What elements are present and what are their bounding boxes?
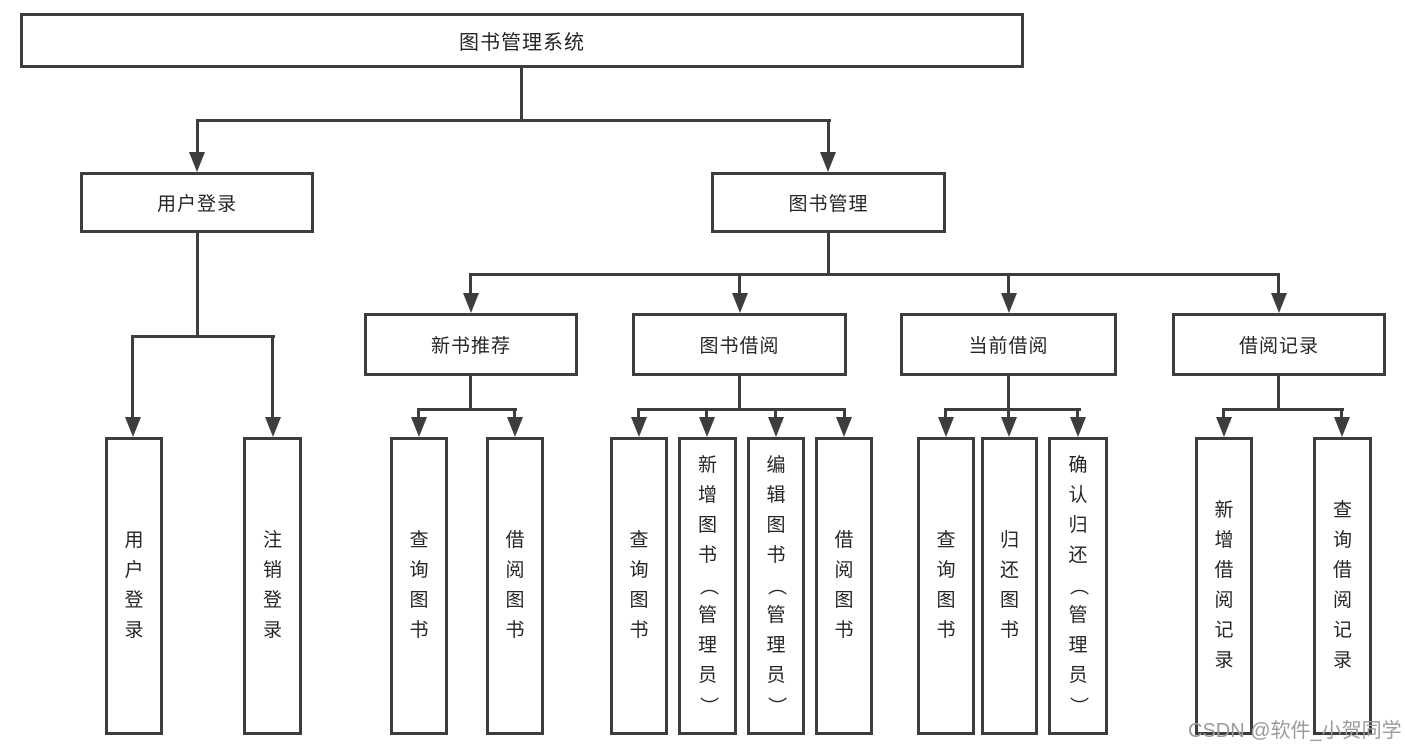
connector-line: [1076, 408, 1079, 420]
connector-line: [705, 408, 708, 420]
node-current-borrowing: 当前借阅: [900, 313, 1117, 376]
node-user-login-label: 用户登录: [156, 194, 237, 215]
connector-line: [131, 335, 134, 419]
connector-records-branch: [1222, 408, 1344, 411]
leaf-query-books-borrowing: 查询图书: [610, 437, 668, 735]
leaf-add-borrow-record: 新增借阅记录: [1195, 437, 1253, 735]
connector-line: [1007, 273, 1010, 295]
arrowhead: [836, 417, 852, 437]
leaf-edit-book-admin: 编辑图书（管理员）: [747, 437, 805, 735]
leaf-query-books-current-label: 查询图书: [936, 530, 956, 641]
node-book-management-label: 图书管理: [788, 194, 869, 215]
connector-line: [417, 408, 420, 420]
leaf-return-books: 归还图书: [981, 437, 1038, 735]
connector-user-login-stem: [196, 233, 199, 338]
connector-recommend-branch: [417, 408, 517, 411]
node-current-borrowing-label: 当前借阅: [968, 336, 1049, 357]
leaf-borrow-books: 借阅图书: [815, 437, 873, 735]
connector-line: [944, 408, 947, 420]
leaf-borrow-books-label: 借阅图书: [834, 530, 854, 641]
connector-root-stem: [520, 68, 523, 122]
leaf-query-borrow-record-label: 查询借阅记录: [1332, 500, 1352, 671]
root-node-label: 图书管理系统: [459, 32, 585, 54]
leaf-logout-label: 注销登录: [262, 530, 282, 641]
leaf-confirm-return-admin: 确认归还（管理员）: [1048, 437, 1108, 735]
connector-line: [513, 408, 516, 420]
connector-line: [196, 119, 199, 154]
connector-line: [469, 273, 472, 295]
connector-line: [637, 408, 640, 420]
connector-level2-branch: [196, 119, 831, 122]
root-node: 图书管理系统: [20, 13, 1024, 68]
connector-line: [1007, 408, 1010, 420]
arrowhead: [1271, 293, 1287, 313]
arrowhead: [411, 417, 427, 437]
arrowhead: [125, 417, 141, 437]
connector-line: [271, 335, 274, 419]
arrowhead: [938, 417, 954, 437]
connector-borrowing-branch: [637, 408, 846, 411]
arrowhead: [463, 293, 479, 313]
arrowhead: [768, 417, 784, 437]
leaf-edit-book-admin-label: 编辑图书（管理员）: [765, 455, 787, 716]
leaf-query-books-recommend-label: 查询图书: [409, 530, 429, 641]
arrowhead: [1334, 417, 1350, 437]
connector-line: [1340, 408, 1343, 420]
leaf-confirm-return-admin-label: 确认归还（管理员）: [1067, 455, 1089, 716]
leaf-query-borrow-record: 查询借阅记录: [1313, 437, 1372, 735]
arrowhead: [732, 293, 748, 313]
leaf-query-books-recommend: 查询图书: [390, 437, 448, 735]
node-borrow-records: 借阅记录: [1172, 313, 1386, 376]
connector-line: [843, 408, 846, 420]
leaf-user-login-label: 用户登录: [124, 530, 144, 641]
arrowhead: [1001, 293, 1017, 313]
connector-line: [1277, 273, 1280, 295]
connector-current-branch: [944, 408, 1081, 411]
connector-line: [1222, 408, 1225, 420]
leaf-add-book-admin: 新增图书（管理员）: [678, 437, 737, 735]
leaf-add-book-admin-label: 新增图书（管理员）: [697, 455, 719, 716]
leaf-query-books-borrowing-label: 查询图书: [629, 530, 649, 641]
arrowhead: [189, 152, 205, 172]
leaf-logout: 注销登录: [243, 437, 302, 735]
leaf-query-books-current: 查询图书: [917, 437, 975, 735]
watermark: CSDN @软件_小贺同学: [1188, 720, 1402, 742]
arrowhead: [1216, 417, 1232, 437]
node-book-management: 图书管理: [711, 172, 946, 233]
arrowhead: [507, 417, 523, 437]
leaf-return-books-label: 归还图书: [999, 530, 1019, 641]
leaf-borrow-books-recommend: 借阅图书: [486, 437, 544, 735]
connector-line: [774, 408, 777, 420]
connector-line: [738, 376, 741, 411]
connector-line: [738, 273, 741, 295]
connector-line: [827, 119, 830, 154]
leaf-borrow-books-recommend-label: 借阅图书: [505, 530, 525, 641]
connector-line: [1007, 376, 1010, 411]
connector-line: [469, 376, 472, 411]
node-borrow-records-label: 借阅记录: [1238, 336, 1319, 357]
node-book-borrowing: 图书借阅: [632, 313, 847, 376]
connector-book-mgmt-stem: [827, 233, 830, 275]
node-new-book-recommend-label: 新书推荐: [430, 336, 511, 357]
connector-user-login-branch: [131, 335, 275, 338]
arrowhead: [699, 417, 715, 437]
connector-line: [1277, 376, 1280, 411]
arrowhead: [1070, 417, 1086, 437]
connector-level3-branch: [469, 273, 1280, 276]
arrowhead: [631, 417, 647, 437]
node-new-book-recommend: 新书推荐: [364, 313, 578, 376]
arrowhead: [1001, 417, 1017, 437]
node-book-borrowing-label: 图书借阅: [699, 336, 780, 357]
node-user-login: 用户登录: [80, 172, 314, 233]
arrowhead: [265, 417, 281, 437]
leaf-user-login: 用户登录: [105, 437, 163, 735]
leaf-add-borrow-record-label: 新增借阅记录: [1214, 500, 1234, 671]
arrowhead: [820, 152, 836, 172]
